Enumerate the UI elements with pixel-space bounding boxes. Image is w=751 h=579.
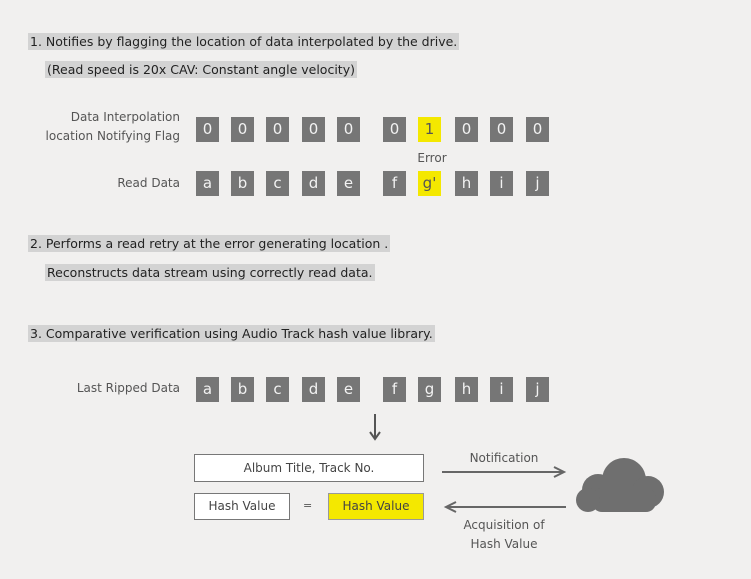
step3-title: 3. Comparative verification using Audio …: [28, 325, 435, 342]
acquisition-line2: Hash Value: [470, 537, 538, 551]
left-arrow-icon: [443, 501, 566, 513]
read-data-cell: g': [418, 171, 441, 196]
acquisition-label: Acquisition of Hash Value: [448, 516, 560, 554]
step2-note: Reconstructs data stream using correctly…: [45, 264, 375, 281]
album-title-box: Album Title, Track No.: [194, 454, 424, 482]
flag-label-line1: Data Interpolation: [70, 110, 180, 124]
ripped-data-cell: a: [196, 377, 219, 402]
flag-cell: 0: [231, 117, 254, 142]
read-data-cell: e: [337, 171, 360, 196]
flag-cell: 0: [302, 117, 325, 142]
hash-value-highlight-box: Hash Value: [328, 493, 424, 520]
ripped-data-cell: b: [231, 377, 254, 402]
notification-label: Notification: [469, 451, 539, 465]
flag-label-line2: location Notifying Flag: [45, 129, 180, 143]
flag-cell: 0: [383, 117, 406, 142]
ripped-data-cell: g: [418, 377, 441, 402]
flag-cell: 0: [455, 117, 478, 142]
hash-value-box: Hash Value: [194, 493, 290, 520]
right-arrow-icon: [442, 466, 567, 478]
ripped-data-cell: d: [302, 377, 325, 402]
cloud-icon: [576, 458, 664, 512]
acquisition-line1: Acquisition of: [463, 518, 545, 532]
ripped-data-cell: c: [266, 377, 289, 402]
ripped-data-cell: f: [383, 377, 406, 402]
ripped-data-cell: i: [490, 377, 513, 402]
read-data-cell: b: [231, 171, 254, 196]
read-data-cell: a: [196, 171, 219, 196]
ripped-data-cell: e: [337, 377, 360, 402]
ripped-data-cell: h: [455, 377, 478, 402]
flag-cell: 0: [266, 117, 289, 142]
equals-sign: =: [303, 499, 313, 512]
flag-row-label: Data Interpolation location Notifying Fl…: [30, 108, 180, 146]
step2-title: 2. Performs a read retry at the error ge…: [28, 235, 391, 252]
down-arrow-icon: [369, 414, 381, 441]
read-data-cell: c: [266, 171, 289, 196]
flag-cell: 0: [337, 117, 360, 142]
flag-cell: 0: [490, 117, 513, 142]
step1-title: 1. Notifies by flagging the location of …: [28, 33, 460, 50]
ripped-data-label: Last Ripped Data: [76, 381, 180, 395]
read-data-cell: i: [490, 171, 513, 196]
read-data-label: Read Data: [117, 176, 180, 190]
error-label: Error: [417, 151, 447, 165]
flag-cell: 0: [196, 117, 219, 142]
read-data-cell: h: [455, 171, 478, 196]
flag-cell: 0: [526, 117, 549, 142]
ripped-data-cell: j: [526, 377, 549, 402]
read-data-cell: j: [526, 171, 549, 196]
read-data-cell: d: [302, 171, 325, 196]
step1-note: (Read speed is 20x CAV: Constant angle v…: [45, 61, 357, 78]
read-data-cell: f: [383, 171, 406, 196]
flag-cell: 1: [418, 117, 441, 142]
